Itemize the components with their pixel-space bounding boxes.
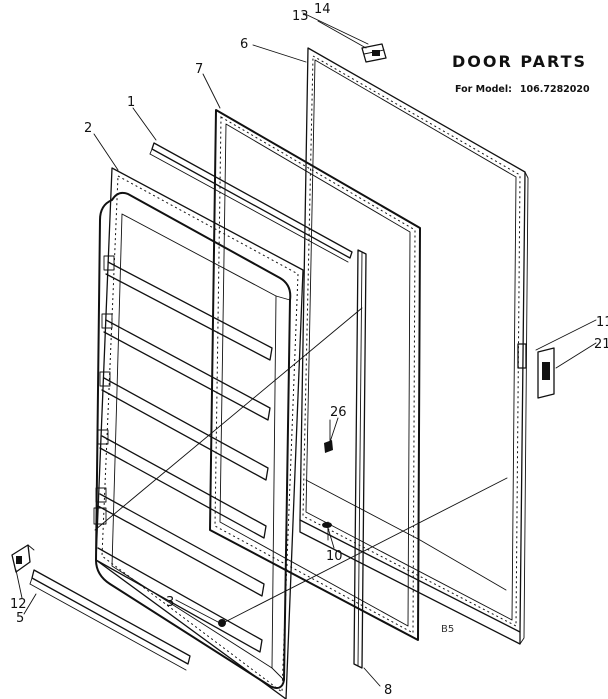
- part-2-inner-door-liner: [93, 167, 304, 699]
- callout-26: 26: [330, 405, 347, 420]
- part-7-gasket: [209, 109, 421, 641]
- part-13-14-top-hinge: [361, 43, 387, 63]
- callout-10: 10: [326, 549, 343, 564]
- callout-labels: 1 2 3 5 6 7 8 10 11 12 13 14 21 26: [10, 2, 608, 698]
- callout-3: 3: [166, 595, 174, 610]
- callout-1: 1: [127, 95, 135, 110]
- model-line: For Model: 106.7282020: [455, 84, 598, 95]
- callout-8: 8: [384, 683, 392, 698]
- callout-11: 11: [596, 315, 608, 330]
- model-number: 106.7282020: [519, 84, 590, 95]
- callout-14: 14: [314, 2, 331, 17]
- part-3-screw: [218, 619, 226, 627]
- callout-7: 7: [195, 62, 203, 77]
- part-11-21-handle-latch: [517, 343, 555, 399]
- model-label: For Model:: [455, 84, 512, 95]
- callout-2: 2: [84, 121, 92, 136]
- callout-6: 6: [240, 37, 248, 52]
- callout-5: 5: [16, 611, 24, 626]
- part-12-hinge-bracket: [11, 544, 35, 573]
- part-6-outer-door-panel: [299, 47, 529, 645]
- part-8-side-strip: [353, 249, 367, 669]
- callout-12: 12: [10, 597, 27, 612]
- part-26-screw: [324, 440, 333, 453]
- page-title: DOOR PARTS: [452, 52, 588, 71]
- part-5-bottom-breaker-strip: [29, 569, 191, 671]
- assembly-alignment-lines: [94, 307, 508, 623]
- leader-lines: [15, 12, 597, 687]
- callout-21: 21: [594, 337, 608, 352]
- callout-13: 13: [292, 9, 309, 24]
- part-10-washer: [322, 522, 332, 528]
- part-1-top-breaker-strip: [149, 142, 353, 263]
- diagram-code: B5: [441, 624, 455, 635]
